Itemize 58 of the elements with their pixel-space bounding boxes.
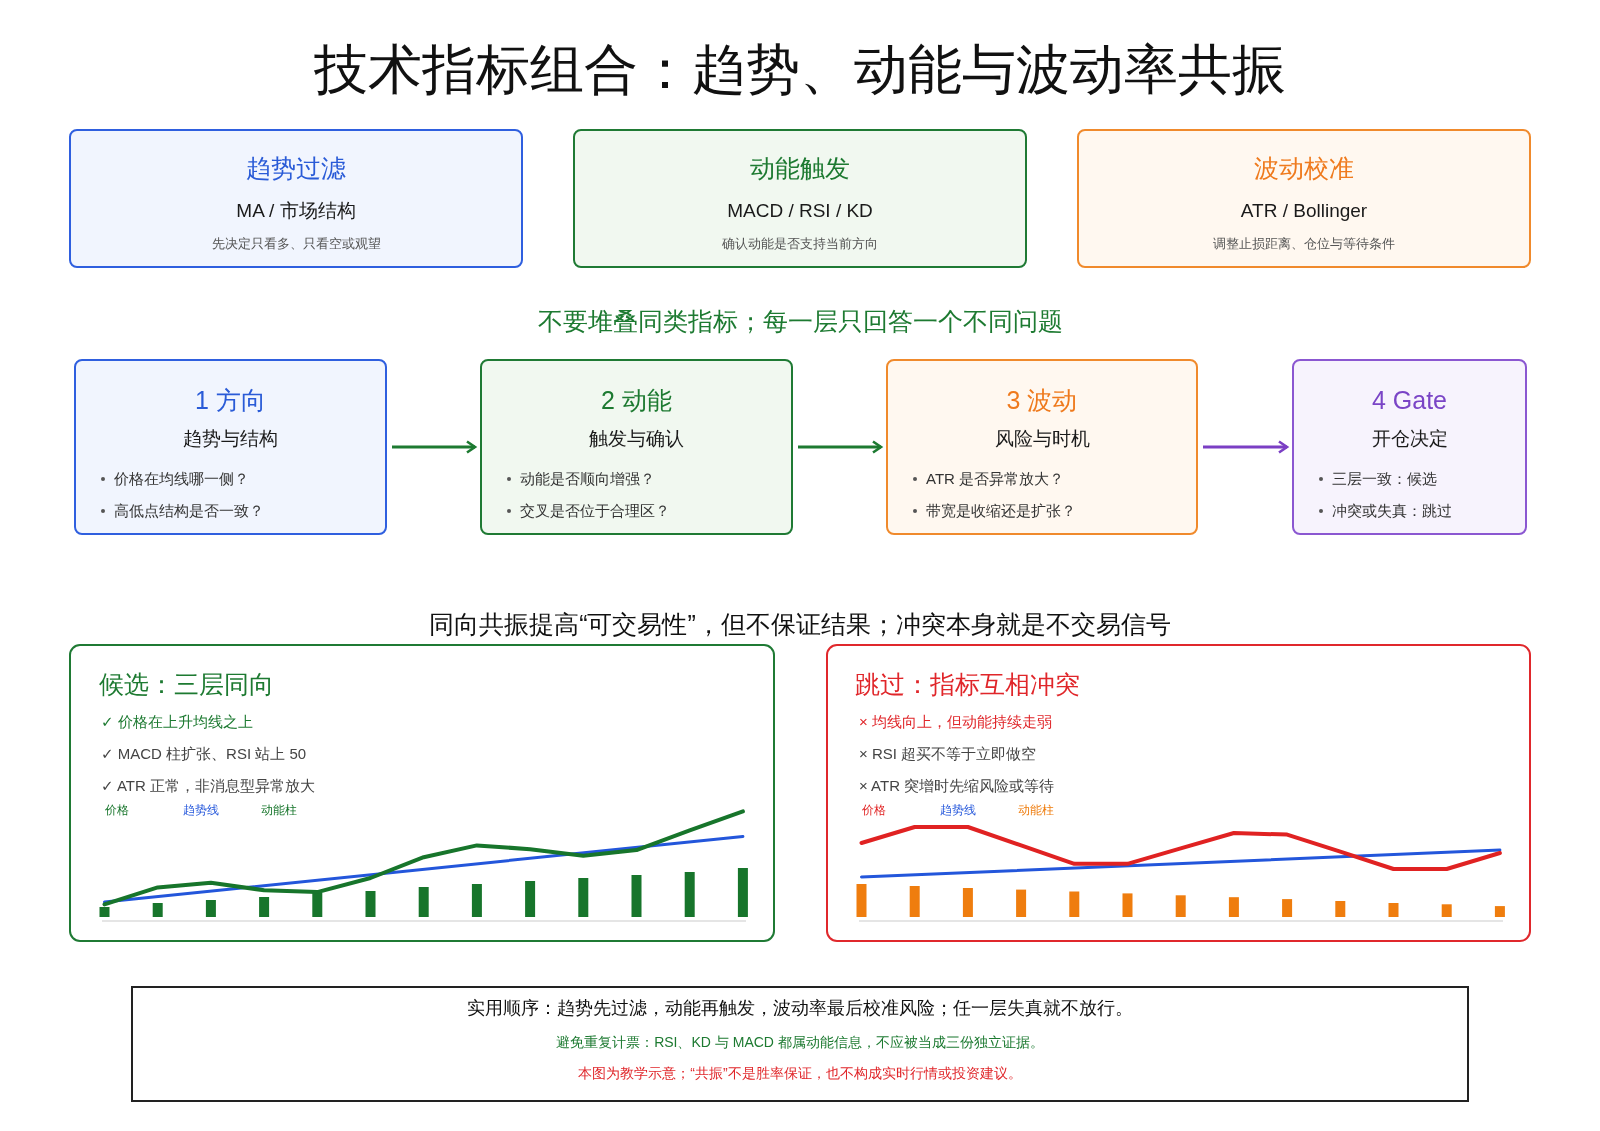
check-item: ✓ ATR 正常，非消息型异常放大 (101, 777, 315, 795)
step-subtitle: 趋势与结构 (183, 427, 278, 451)
chart-legend-label: 动能柱 (1018, 802, 1054, 818)
step-question: ATR 是否异常放大？ (926, 470, 1065, 488)
step-question: 三层一致：候选 (1332, 470, 1437, 488)
step-question: 带宽是收缩还是扩张？ (926, 502, 1076, 520)
card-description: 确认动能是否支持当前方向 (722, 236, 878, 252)
check-item: ✓ 价格在上升均线之上 (101, 713, 253, 731)
step-heading: 2 动能 (601, 385, 672, 415)
step-heading: 1 方向 (195, 385, 266, 415)
card-heading: 动能触发 (750, 153, 850, 183)
step-question: 价格在均线哪一侧？ (114, 470, 249, 488)
card-heading: 趋势过滤 (246, 153, 346, 183)
chart-legend-label: 动能柱 (261, 802, 297, 818)
step-card (1292, 359, 1527, 535)
cross-item: × ATR 突增时先缩风险或等待 (859, 777, 1055, 795)
cross-item: × 均线向上，但动能持续走弱 (859, 713, 1052, 731)
step-question: 冲突或失真：跳过 (1332, 502, 1452, 520)
card-description: 调整止损距离、仓位与等待条件 (1213, 236, 1395, 252)
flow-arrow (1203, 440, 1289, 454)
step-heading: 3 波动 (1006, 385, 1078, 415)
step-question: 动能是否顺向增强？ (520, 470, 655, 488)
step-card (480, 359, 793, 535)
chart-legend-label: 价格 (862, 802, 886, 818)
chart-legend-label: 趋势线 (940, 802, 976, 818)
step-subtitle: 风险与时机 (994, 427, 1090, 451)
card-description: 先决定只看多、只看空或观望 (211, 236, 381, 252)
note-text: 避免重复计票：RSI、KD 与 MACD 都属动能信息，不应被当成三份独立证据。 (556, 1033, 1044, 1051)
note-text: 实用顺序：趋势先过滤，动能再触发，波动率最后校准风险；任一层失真就不放行。 (467, 998, 1133, 1020)
card-subtitle: ATR / Bollinger (1240, 199, 1368, 223)
chart-legend-label: 价格 (105, 802, 129, 818)
card-heading: 波动校准 (1254, 153, 1354, 183)
step-question: 交叉是否位于合理区？ (520, 502, 670, 520)
category-card (1077, 129, 1531, 268)
step-subtitle: 触发与确认 (589, 427, 684, 451)
outcome-panel (826, 644, 1531, 942)
step-card (74, 359, 387, 535)
note-box (131, 986, 1469, 1102)
card-subtitle: MA / 市场结构 (236, 199, 356, 223)
cross-item: × RSI 超买不等于立即做空 (859, 745, 1037, 763)
step-subtitle: 开仓决定 (1371, 427, 1448, 451)
outcome-panel (69, 644, 775, 942)
section-heading: 不要堆叠同类指标；每一层只回答一个不同问题 (537, 306, 1063, 336)
section-heading: 同向共振提高“可交易性”，但不保证结果；冲突本身就是不交易信号 (429, 609, 1171, 639)
category-card (69, 129, 523, 268)
note-text: 本图为教学示意；“共振”不是胜率保证，也不构成实时行情或投资建议。 (578, 1064, 1022, 1082)
category-card (573, 129, 1027, 268)
flow-arrow (392, 440, 477, 454)
chart-legend-label: 趋势线 (183, 802, 219, 818)
step-card (886, 359, 1198, 535)
step-heading: 4 Gate (1371, 385, 1448, 415)
diagram-title: 技术指标组合：趋势、动能与波动率共振 (314, 37, 1286, 101)
flow-arrow (798, 440, 883, 454)
panel-heading: 跳过：指标互相冲突 (855, 669, 1080, 699)
panel-heading: 候选：三层同向 (99, 669, 274, 699)
card-subtitle: MACD / RSI / KD (727, 199, 873, 223)
check-item: ✓ MACD 柱扩张、RSI 站上 50 (101, 745, 307, 763)
step-question: 高低点结构是否一致？ (114, 502, 264, 520)
